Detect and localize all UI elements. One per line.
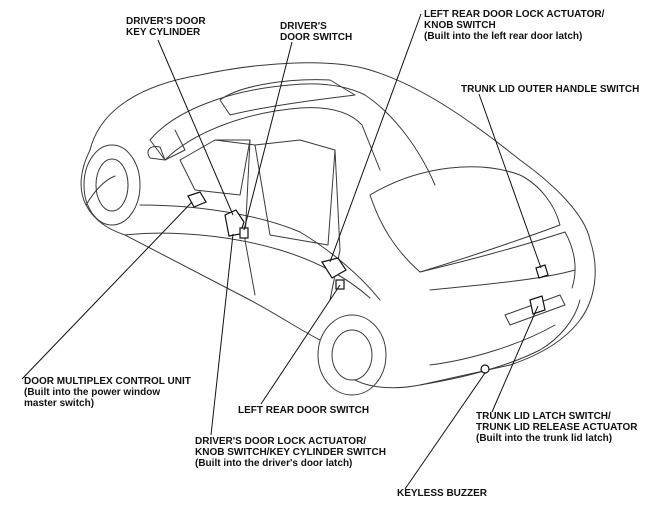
label-line: (Built into the left rear door latch) bbox=[424, 31, 583, 42]
label-line: KEYLESS BUZZER bbox=[397, 488, 488, 499]
label-trunk-lid-latch-switch: TRUNK LID LATCH SWITCH/ TRUNK LID RELEAS… bbox=[476, 411, 637, 444]
label-door-multiplex-control-unit: DOOR MULTIPLEX CONTROL UNIT (Built into … bbox=[24, 376, 191, 409]
leader-trunk-lid-latch-switch bbox=[491, 305, 539, 413]
label-left-rear-door-switch: LEFT REAR DOOR SWITCH bbox=[238, 405, 369, 416]
leader-drivers-door-key-cylinder bbox=[157, 39, 234, 216]
trunk-lid-latch-part bbox=[529, 295, 546, 315]
leader-trunk-lid-outer-handle-switch bbox=[478, 93, 542, 269]
label-line: DOOR SWITCH bbox=[280, 32, 353, 43]
label-line: DRIVER'S DOOR bbox=[126, 16, 206, 27]
leader-lines bbox=[21, 13, 542, 490]
leader-left-rear-door-switch bbox=[260, 284, 341, 405]
label-line: DRIVER'S DOOR LOCK ACTUATOR/ bbox=[195, 436, 367, 447]
label-line: TRUNK LID RELEASE ACTUATOR bbox=[476, 422, 638, 433]
car-body-outline bbox=[80, 62, 596, 396]
label-line: KEY CYLINDER bbox=[126, 27, 201, 38]
label-line: (Built into the trunk lid latch) bbox=[476, 433, 613, 444]
leader-keyless-buzzer bbox=[404, 372, 486, 490]
label-drivers-door-switch: DRIVER'S DOOR SWITCH bbox=[280, 21, 352, 43]
label-drivers-door-key-cylinder: DRIVER'S DOOR KEY CYLINDER bbox=[126, 16, 206, 38]
label-line: DRIVER'S bbox=[280, 21, 327, 32]
leader-drivers-door-switch bbox=[243, 41, 293, 231]
label-line: TRUNK LID LATCH SWITCH/ bbox=[476, 411, 611, 422]
label-line: KNOB SWITCH/KEY CYLINDER SWITCH bbox=[195, 447, 386, 458]
label-keyless-buzzer: KEYLESS BUZZER bbox=[397, 488, 487, 499]
label-line: master switch) bbox=[24, 398, 95, 409]
label-line: LEFT REAR DOOR SWITCH bbox=[238, 405, 370, 416]
keyless-buzzer-part bbox=[480, 364, 490, 374]
label-trunk-lid-outer-handle-switch: TRUNK LID OUTER HANDLE SWITCH bbox=[461, 84, 639, 95]
label-line: DOOR MULTIPLEX CONTROL UNIT bbox=[24, 376, 191, 387]
leader-drivers-door-lock-actuator bbox=[210, 233, 234, 436]
label-left-rear-door-lock-actuator: LEFT REAR DOOR LOCK ACTUATOR/ KNOB SWITC… bbox=[424, 9, 604, 42]
trunk-lid-handle-switch-part bbox=[535, 264, 549, 279]
label-line: TRUNK LID OUTER HANDLE SWITCH bbox=[461, 84, 640, 95]
leader-door-multiplex-control-unit bbox=[21, 201, 193, 380]
door-multiplex-unit-part bbox=[187, 191, 207, 208]
label-line: (Built into the driver's door latch) bbox=[195, 458, 353, 469]
label-line: KNOB SWITCH bbox=[424, 20, 496, 31]
label-drivers-door-lock-actuator: DRIVER'S DOOR LOCK ACTUATOR/ KNOB SWITCH… bbox=[195, 436, 386, 469]
left-rear-door-switch-part bbox=[335, 279, 345, 290]
leader-left-rear-door-lock-actuator bbox=[329, 13, 422, 263]
label-line: LEFT REAR DOOR LOCK ACTUATOR/ bbox=[424, 9, 605, 20]
components bbox=[187, 191, 549, 374]
label-line: (Built into the power window bbox=[24, 387, 161, 398]
left-rear-door-latch-part bbox=[321, 257, 347, 279]
